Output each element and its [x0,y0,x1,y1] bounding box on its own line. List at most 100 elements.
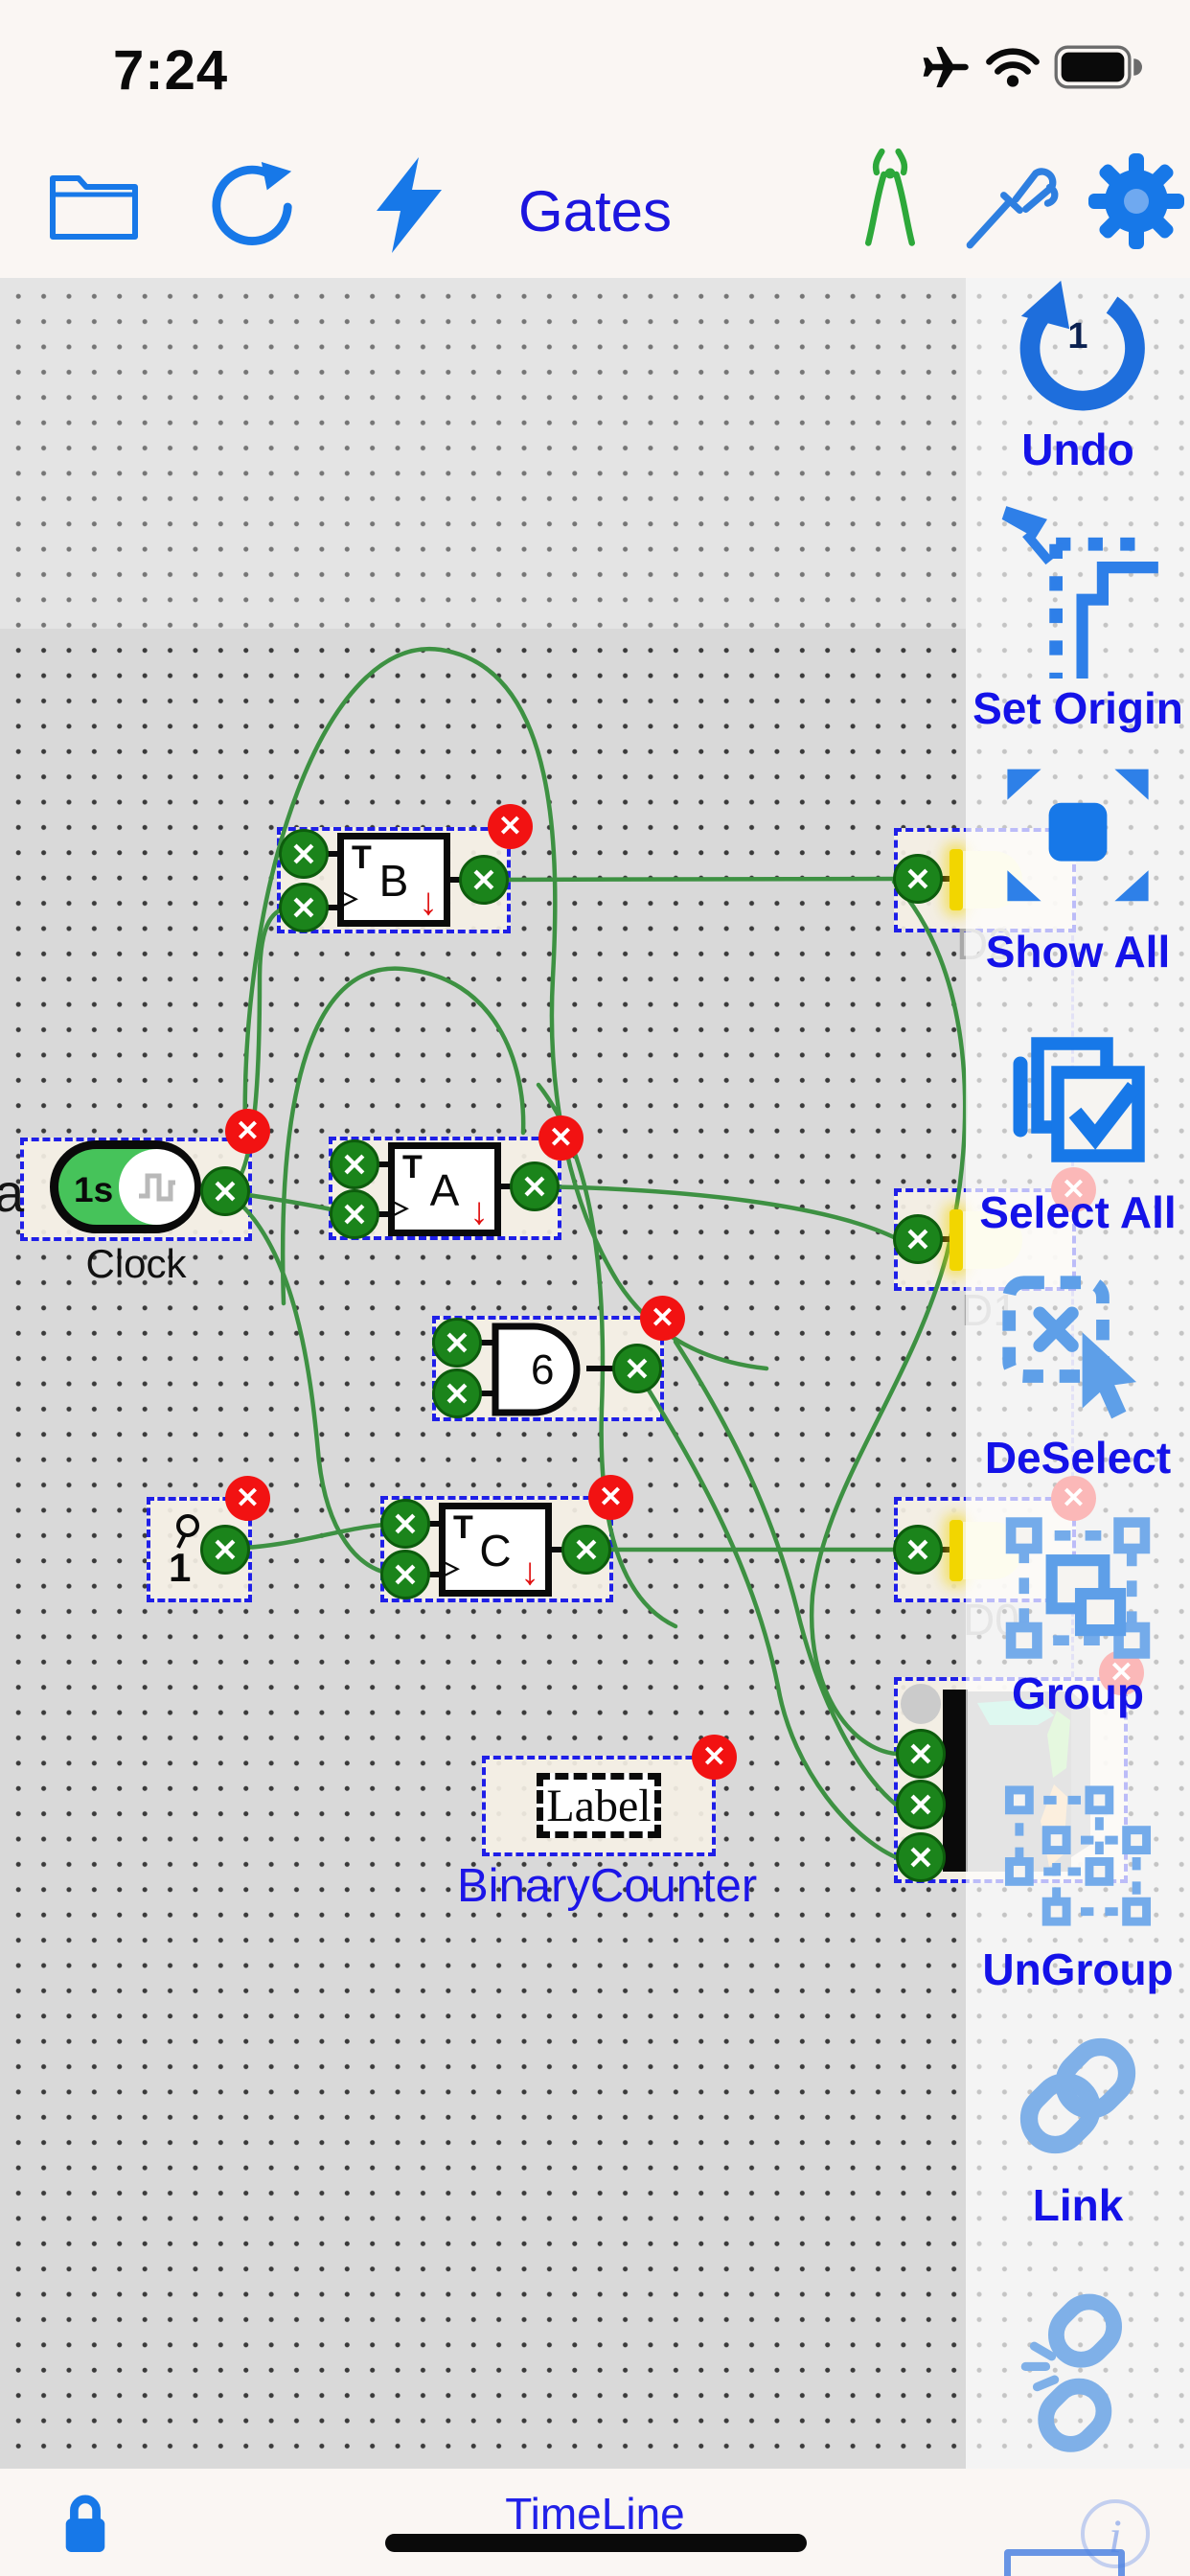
switch-output-port[interactable] [200,1525,250,1575]
folder-icon[interactable] [48,169,140,243]
link-label: Link [1032,2180,1124,2230]
clock-interval: 1s [74,1170,114,1209]
switch-symbol [176,1514,199,1549]
flipflop-b-output[interactable] [459,855,509,905]
seven-segment-input-2[interactable] [896,1780,946,1829]
flipflop-a-output[interactable] [510,1162,560,1211]
redo-icon[interactable] [209,159,299,255]
flipflop-b-input-t[interactable] [279,829,329,879]
and-gate-delete-button[interactable] [640,1296,685,1341]
unlink-button[interactable] [966,2288,1190,2453]
status-bar: 7:24 [0,0,1190,125]
clock-output-port[interactable] [200,1166,250,1216]
airplane-mode-icon [923,46,969,88]
flipflop-b-box[interactable]: T B [337,833,450,927]
clock-knob [119,1149,195,1225]
undo-icon [1019,280,1145,411]
falling-edge-icon [419,881,438,924]
wifi-icon [986,48,1040,87]
flipflop-b-input-clk[interactable] [279,883,329,932]
status-time: 7:24 [113,39,229,102]
link-icon [1019,2037,1136,2154]
tool-sidebar: 1 Undo Set Origin [966,278,1190,2519]
group-button[interactable] [966,1512,1190,1664]
flipflop-a-box[interactable]: T A [388,1142,501,1236]
flipflop-t-label: T [453,1509,473,1546]
deselect-label: DeSelect [984,1433,1172,1483]
battery-icon [1054,45,1142,89]
clock-input-icon [389,1192,408,1222]
set-origin-button[interactable] [966,500,1190,678]
flipflop-c-input-clk[interactable] [380,1550,430,1599]
led-d2-bar [950,849,963,910]
led-d0-bar [950,1520,963,1581]
group-icon [1005,1517,1151,1659]
app-title: Gates [517,179,673,243]
home-indicator[interactable] [385,2534,807,2552]
falling-edge-icon [469,1190,489,1233]
and-gate-input-1[interactable] [432,1318,482,1368]
ungroup-label: UnGroup [982,1944,1174,1994]
flipflop-a-input-clk[interactable] [330,1189,379,1239]
flipflop-c-delete-button[interactable] [588,1475,633,1520]
canvas-light-band [0,278,966,629]
and-gate-value: 6 [531,1346,554,1393]
bottom-bar: TimeLine i [0,2469,1190,2576]
pliers-icon[interactable] [853,146,927,253]
switch-delete-button[interactable] [225,1476,270,1521]
select-all-button[interactable] [966,1025,1190,1177]
deselect-button[interactable] [966,1273,1190,1421]
flipflop-name: C [479,1526,512,1576]
lightning-icon[interactable] [369,155,449,255]
deselect-icon [1002,1276,1137,1419]
seven-segment-input-3[interactable] [896,1832,946,1882]
led-d1-input-port[interactable] [893,1214,943,1264]
clock-input-icon [440,1552,459,1582]
set-origin-icon [1001,506,1158,678]
and-gate-input-2[interactable] [432,1368,482,1418]
led-d0-input-port[interactable] [893,1525,943,1575]
flipflop-b-delete-button[interactable] [488,804,533,849]
seven-segment-input-1[interactable] [896,1729,946,1779]
undo-label: Undo [1021,425,1134,474]
show-all-button[interactable] [966,765,1190,908]
flipflop-a-input-t[interactable] [330,1139,379,1189]
switch-value: 1 [169,1545,192,1590]
set-origin-label: Set Origin [973,683,1183,733]
square-wave-icon [138,1173,175,1201]
flipflop-a-delete-button[interactable] [538,1116,584,1161]
timeline-button[interactable]: TimeLine [505,2489,685,2539]
label-text: Label [546,1780,652,1831]
gear-icon[interactable] [1088,151,1184,251]
ungroup-icon [1004,1785,1152,1926]
group-label: Group [1012,1668,1144,1718]
main-toolbar: Gates [0,125,1190,278]
select-all-label: Select All [979,1187,1177,1237]
label-box[interactable]: Label [537,1773,661,1838]
ungroup-button[interactable] [966,1784,1190,1936]
lock-icon[interactable] [57,2490,113,2557]
flipflop-c-output[interactable] [561,1525,611,1575]
label-delete-button[interactable] [692,1735,737,1780]
undo-button[interactable]: 1 [966,274,1190,420]
stub [425,1572,441,1577]
led-d2-input-port[interactable] [893,854,943,904]
and-gate-shape[interactable]: 6 [491,1322,586,1417]
clock-toggle[interactable]: 1s [50,1140,201,1233]
and-gate-output[interactable] [612,1344,662,1393]
soldering-tool-icon[interactable] [960,151,1064,251]
unlink-icon [1020,2293,1123,2452]
partial-panel-button[interactable] [1004,2549,1125,2576]
link-button[interactable] [966,2020,1190,2172]
stub [939,876,952,882]
show-all-label: Show All [985,927,1171,977]
clock-edge-label: a [0,1162,25,1223]
flipflop-c-box[interactable]: T C [439,1503,552,1597]
clock-input-icon [338,883,357,912]
undo-count-badge: 1 [1067,316,1088,356]
select-all-icon [1013,1037,1145,1162]
clock-delete-button[interactable] [225,1109,270,1154]
flipflop-c-input-t[interactable] [380,1499,430,1549]
show-all-icon [1007,769,1149,902]
